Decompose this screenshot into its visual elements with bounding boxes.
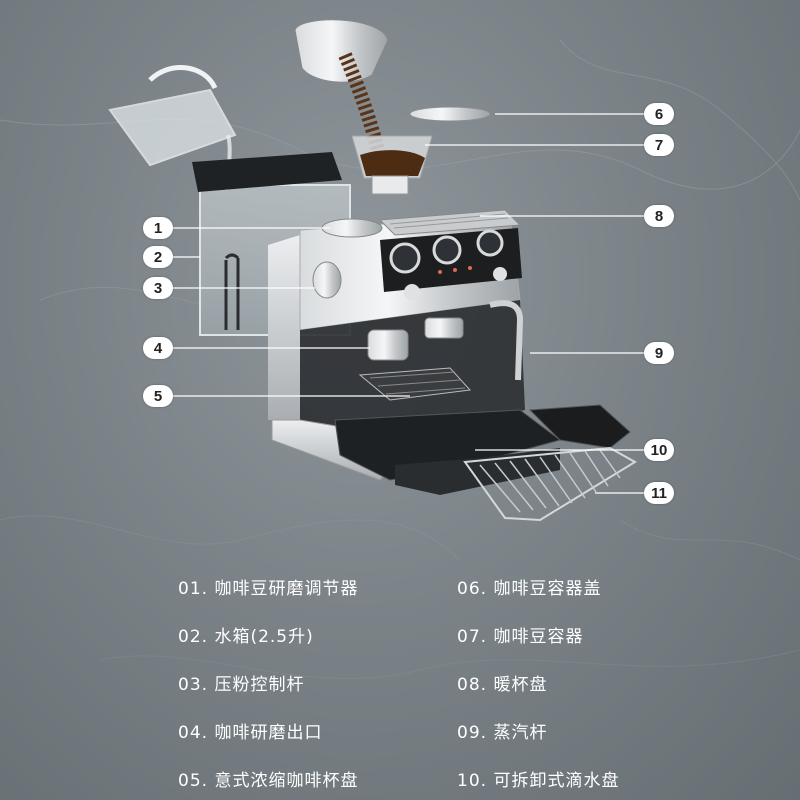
hopper-lid <box>409 106 491 122</box>
callout-5: 5 <box>143 385 173 407</box>
callout-7: 7 <box>644 134 674 156</box>
callout-3: 3 <box>143 277 173 299</box>
callout-4: 4 <box>143 337 173 359</box>
drip-tray <box>334 404 631 495</box>
callout-11: 11 <box>644 482 674 504</box>
callout-9: 9 <box>644 342 674 364</box>
callout-1: 1 <box>143 217 173 239</box>
callout-2: 2 <box>143 246 173 268</box>
callout-8: 8 <box>644 205 674 227</box>
callout-6: 6 <box>644 103 674 125</box>
machine-body <box>268 209 525 481</box>
bean-hopper <box>351 135 433 195</box>
callout-10: 10 <box>644 439 674 461</box>
